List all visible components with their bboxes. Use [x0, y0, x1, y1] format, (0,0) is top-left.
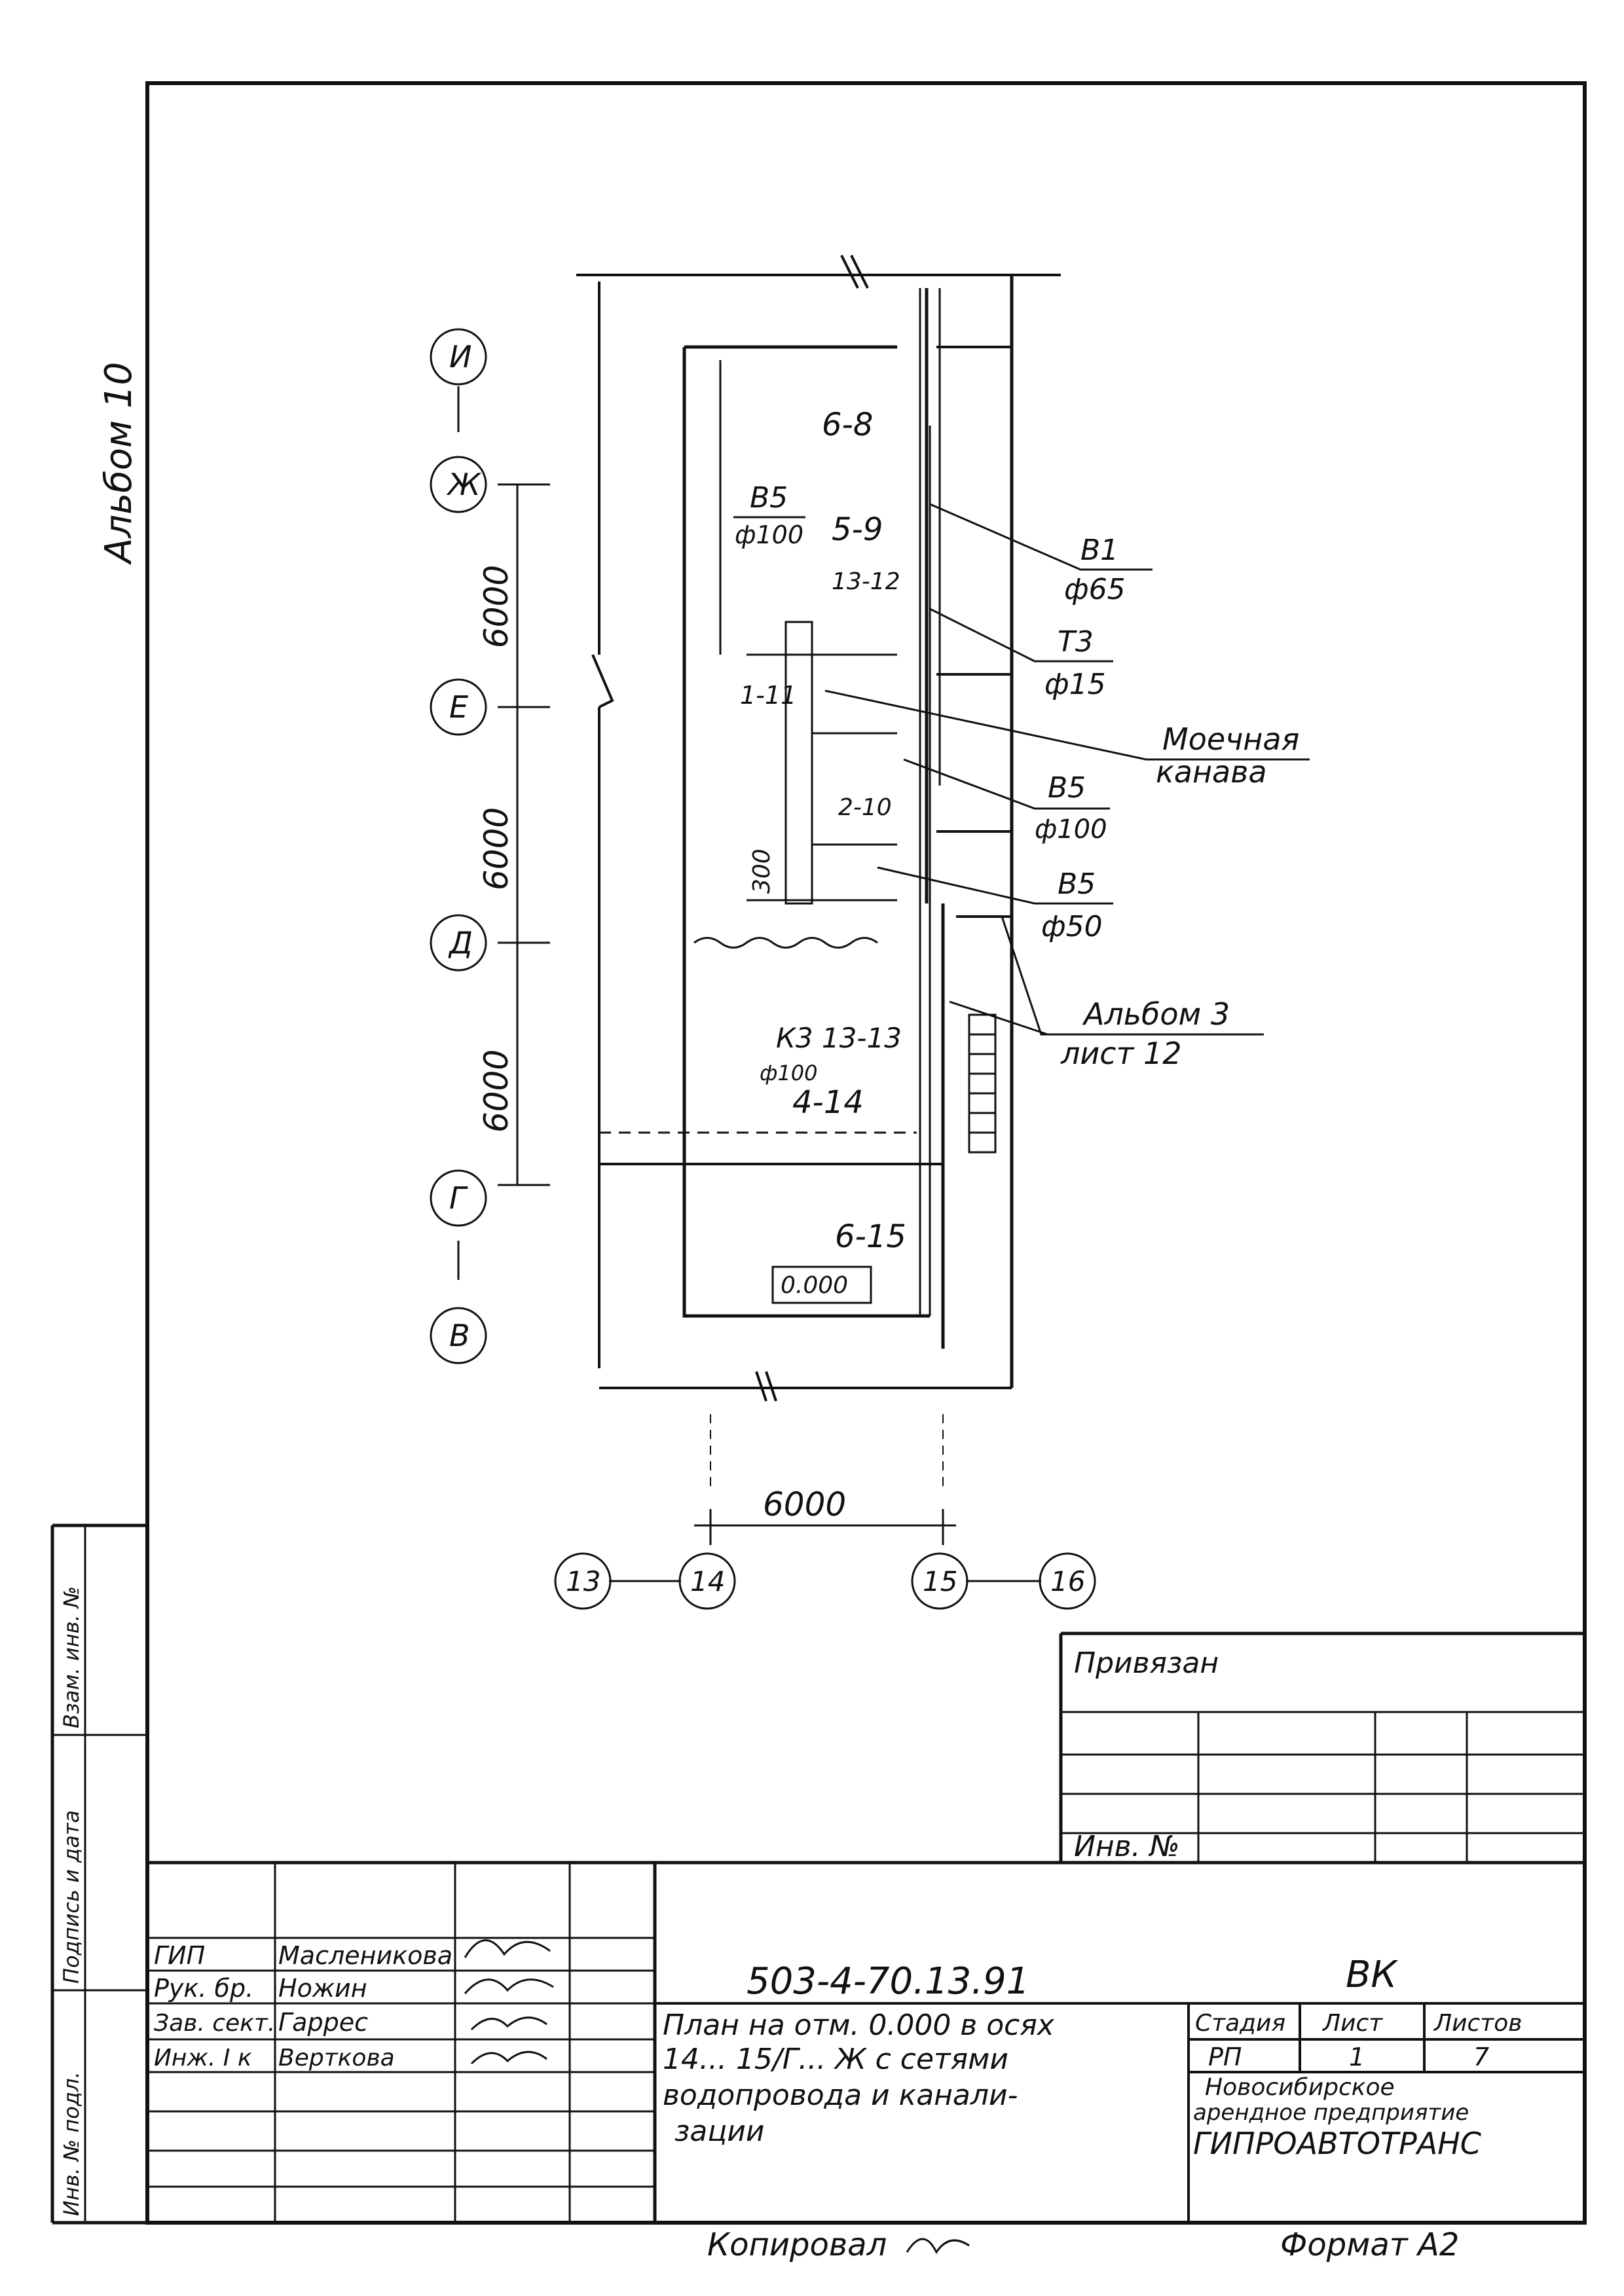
pipe-callouts: В5 ф100 В1 ф65 Т3 ф15 Моечная канава В5 …: [733, 481, 1310, 1071]
org-line-3: ГИПРОАВТОТРАНС: [1193, 2126, 1481, 2161]
axis-circle-И: [430, 328, 487, 386]
signatures: [464, 1939, 554, 2065]
signer-name-0: Масленикова: [278, 1941, 452, 1970]
level-box: [771, 1266, 872, 1304]
axis-circle-Ж: [430, 456, 487, 513]
privyazan-box: Привязан Инв. №: [1059, 1631, 1585, 1863]
signer-role-0: ГИП: [154, 1941, 205, 1970]
axis-circle-Г: [430, 1169, 487, 1227]
callout-t3-name: Т3: [1058, 625, 1094, 659]
org-line-2: арендное предприятие: [1193, 2100, 1469, 2126]
room-label-1-11: 1-11: [740, 681, 796, 710]
axis-label-13: 13: [566, 1565, 600, 1597]
sheet-value: 1: [1349, 2043, 1365, 2071]
room-label-6-15: 6-15: [835, 1218, 906, 1255]
callout-b1-dia: ф65: [1064, 573, 1126, 606]
axis-circle-16: [1039, 1552, 1096, 1610]
callout-b5-2-dia: ф100: [1035, 814, 1107, 845]
side-stamp-inv-podl: Инв. № подл.: [59, 2071, 84, 2216]
stage-value: РП: [1208, 2043, 1242, 2071]
doc-title-line-4: зации: [674, 2115, 765, 2148]
stage-label: Стадия: [1195, 2010, 1285, 2037]
left-axis-column: И Ж Е Д Г В 6000 6000 6000: [430, 328, 550, 1364]
copied-label: Копировал: [707, 2227, 887, 2263]
copied-signature: [906, 2238, 970, 2254]
doc-title-line-2: 14... 15/Г... Ж с сетями: [663, 2043, 1008, 2076]
plan-labels: 6-8 5-9 13-12 1-11 2-10 4-14 6-15 К3 13-…: [740, 407, 906, 1299]
axis-label-15: 15: [923, 1565, 957, 1597]
callout-album3-dia: лист 12: [1060, 1036, 1182, 1071]
signer-name-1: Ножин: [278, 1974, 367, 2003]
dimension-6000-top: 6000: [477, 565, 515, 648]
privyazan-title: Привязан: [1074, 1647, 1219, 1680]
callout-b5-2-name: В5: [1048, 771, 1086, 805]
axis-circle-В: [430, 1307, 487, 1364]
dimension-6000-bottom: 6000: [763, 1485, 846, 1523]
callout-moechnaya-name: Моечная: [1162, 721, 1299, 757]
doc-title-line-3: водопровода и канали-: [663, 2079, 1018, 2112]
album-label: Альбом 10: [98, 362, 140, 565]
axis-circle-Д: [430, 914, 487, 972]
sheet-label: Лист: [1321, 2010, 1383, 2037]
room-label-4-14: 4-14: [792, 1084, 864, 1121]
doc-title-line-1: План на отм. 0.000 в осях: [663, 2009, 1055, 2042]
axis-label-Г: Г: [449, 1180, 468, 1216]
room-label-5-9: 5-9: [832, 511, 883, 548]
callout-b5-3-name: В5: [1058, 867, 1096, 901]
doc-mark: ВК: [1346, 1954, 1398, 1996]
signer-name-2: Гаррес: [278, 2008, 368, 2037]
title-block: ГИП Масленикова Рук. бр. Ножин Зав. сект…: [147, 1861, 1585, 2223]
sheets-value: 7: [1473, 2043, 1489, 2071]
callout-album3-name: Альбом 3: [1082, 996, 1230, 1032]
axis-label-16: 16: [1050, 1565, 1085, 1597]
signer-role-3: Инж. I к: [154, 2045, 252, 2071]
signer-role-2: Зав. сект.: [154, 2010, 275, 2037]
signer-name-3: Верткова: [278, 2045, 395, 2071]
callout-b5-3-dia: ф50: [1041, 910, 1103, 943]
pipe-label-k3-dia: ф100: [760, 1061, 817, 1085]
axis-label-В: В: [449, 1318, 470, 1353]
side-stamp: Инв. № подл. Подпись и дата Взам. инв. №: [50, 1523, 147, 2225]
bottom-axis-row: 13 14 15 16 6000: [554, 1485, 1096, 1610]
side-stamp-podpis: Подпись и дата: [59, 1810, 84, 1984]
room-label-2-10: 2-10: [838, 794, 892, 821]
level-mark: 0.000: [781, 1272, 848, 1299]
callout-b1-name: В1: [1080, 534, 1118, 567]
signer-role-1: Рук. бр.: [154, 1974, 253, 2003]
side-stamp-vzam: Взам. инв. №: [59, 1586, 84, 1728]
sheets-label: Листов: [1433, 2010, 1522, 2037]
axis-label-Ж: Ж: [446, 467, 482, 502]
axis-label-14: 14: [690, 1565, 725, 1597]
room-label-6-8: 6-8: [822, 407, 873, 443]
building-plan: [576, 255, 1061, 1486]
axis-circle-14: [678, 1552, 736, 1610]
org-line-1: Новосибирское: [1205, 2074, 1395, 2101]
axis-circle-13: [554, 1552, 612, 1610]
axis-circle-15: [911, 1552, 969, 1610]
callout-t3-dia: ф15: [1044, 668, 1106, 701]
room-label-13-12: 13-12: [832, 568, 900, 595]
callout-b5-1-name: В5: [750, 481, 788, 515]
axis-label-И: И: [449, 339, 471, 374]
axis-label-Е: Е: [449, 689, 468, 725]
dimension-6000-low: 6000: [477, 1049, 515, 1133]
privyazan-inv: Инв. №: [1074, 1830, 1179, 1863]
format-label: Формат А2: [1280, 2227, 1459, 2263]
sheet-frame: [145, 81, 1587, 2225]
axis-circle-Е: [430, 678, 487, 736]
doc-code: 503-4-70.13.91: [747, 1960, 1029, 2003]
callout-b5-1-dia: ф100: [735, 520, 803, 549]
dimension-300: 300: [748, 848, 775, 894]
axis-label-Д: Д: [448, 925, 473, 960]
pipe-label-k3: К3 13-13: [776, 1022, 902, 1054]
dimension-6000-mid: 6000: [477, 807, 515, 890]
callout-moechnaya-dia: канава: [1156, 754, 1267, 790]
